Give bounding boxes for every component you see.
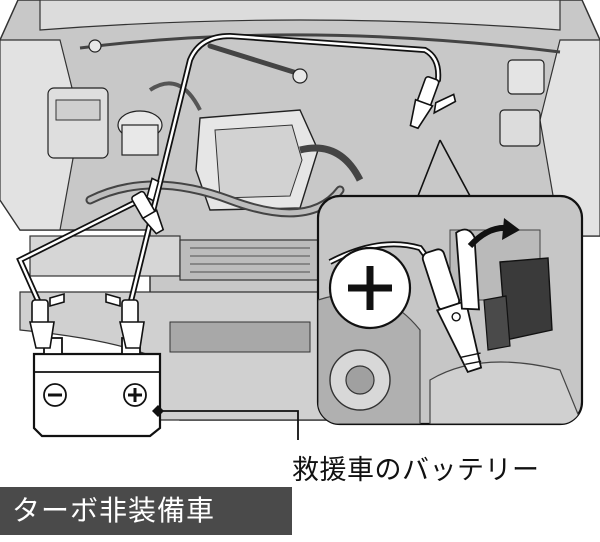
rescue-battery-label: 救援車のバッテリー xyxy=(292,455,540,486)
positive-clamp-car xyxy=(131,177,165,235)
detail-inset xyxy=(316,139,584,426)
plus-icon xyxy=(123,383,147,407)
minus-icon xyxy=(43,383,67,407)
positive-clamp-battery xyxy=(105,292,145,349)
jumper-cables xyxy=(16,32,442,308)
section-title-banner: ターボ非装備車 xyxy=(0,487,292,535)
callout-leader xyxy=(152,405,299,440)
negative-clamp-battery xyxy=(28,292,65,349)
ground-clamp xyxy=(409,75,457,130)
plus-icon xyxy=(328,246,412,330)
